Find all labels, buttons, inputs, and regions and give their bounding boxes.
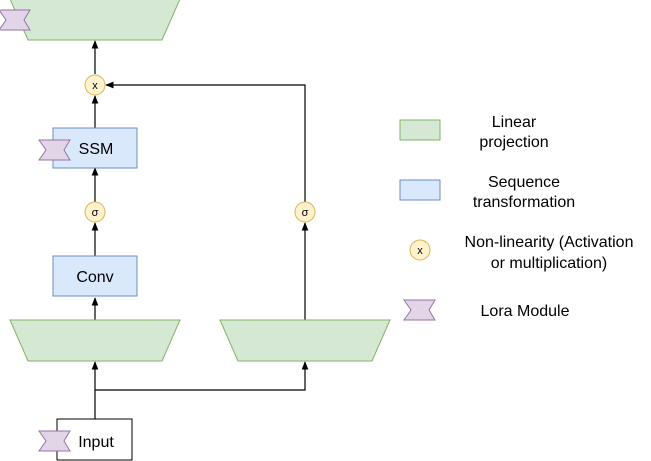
legend-linear-swatch — [399, 119, 441, 141]
input-label: Input — [78, 434, 114, 451]
legend-sequence-line1: Sequence — [488, 174, 560, 191]
conv-block — [52, 255, 138, 297]
legend-linear-line1: Linear — [492, 114, 537, 131]
arrow-right-sigma-to-multiply — [105, 81, 306, 202]
left-linear-projection — [9, 319, 181, 362]
lora-output-icon — [0, 9, 31, 31]
multiply-node — [84, 74, 106, 96]
sigma-left-symbol: σ — [92, 207, 99, 219]
output-linear-projection — [9, 0, 181, 41]
conv-label: Conv — [76, 269, 113, 286]
sigma-left-node — [84, 201, 106, 223]
sigma-right-node — [294, 201, 316, 223]
multiply-symbol: x — [92, 80, 98, 92]
connectors — [91, 40, 309, 419]
legend-nonlinearity-symbol: x — [417, 245, 423, 257]
ssm-label: SSM — [79, 141, 114, 158]
ssm-block — [52, 127, 138, 169]
input-block — [56, 418, 133, 461]
legend: Linear projection Sequence transformatio… — [399, 114, 634, 321]
sigma-right-symbol: σ — [302, 207, 309, 219]
legend-nonlinearity-line2: or multiplication) — [491, 255, 607, 272]
legend-lora-label: Lora Module — [481, 303, 570, 320]
lora-ssm-icon — [38, 139, 71, 161]
arrow-input-to-right-projection — [95, 361, 309, 391]
legend-nonlinearity-line1: Non-linearity (Activation — [465, 234, 634, 251]
legend-lora-icon — [403, 299, 436, 321]
legend-nonlinearity-swatch — [409, 239, 431, 261]
legend-sequence-swatch — [399, 179, 441, 201]
legend-linear-line2: projection — [479, 134, 548, 151]
lora-input-icon — [38, 430, 71, 452]
legend-sequence-line2: transformation — [473, 194, 575, 211]
right-linear-projection — [219, 319, 391, 362]
